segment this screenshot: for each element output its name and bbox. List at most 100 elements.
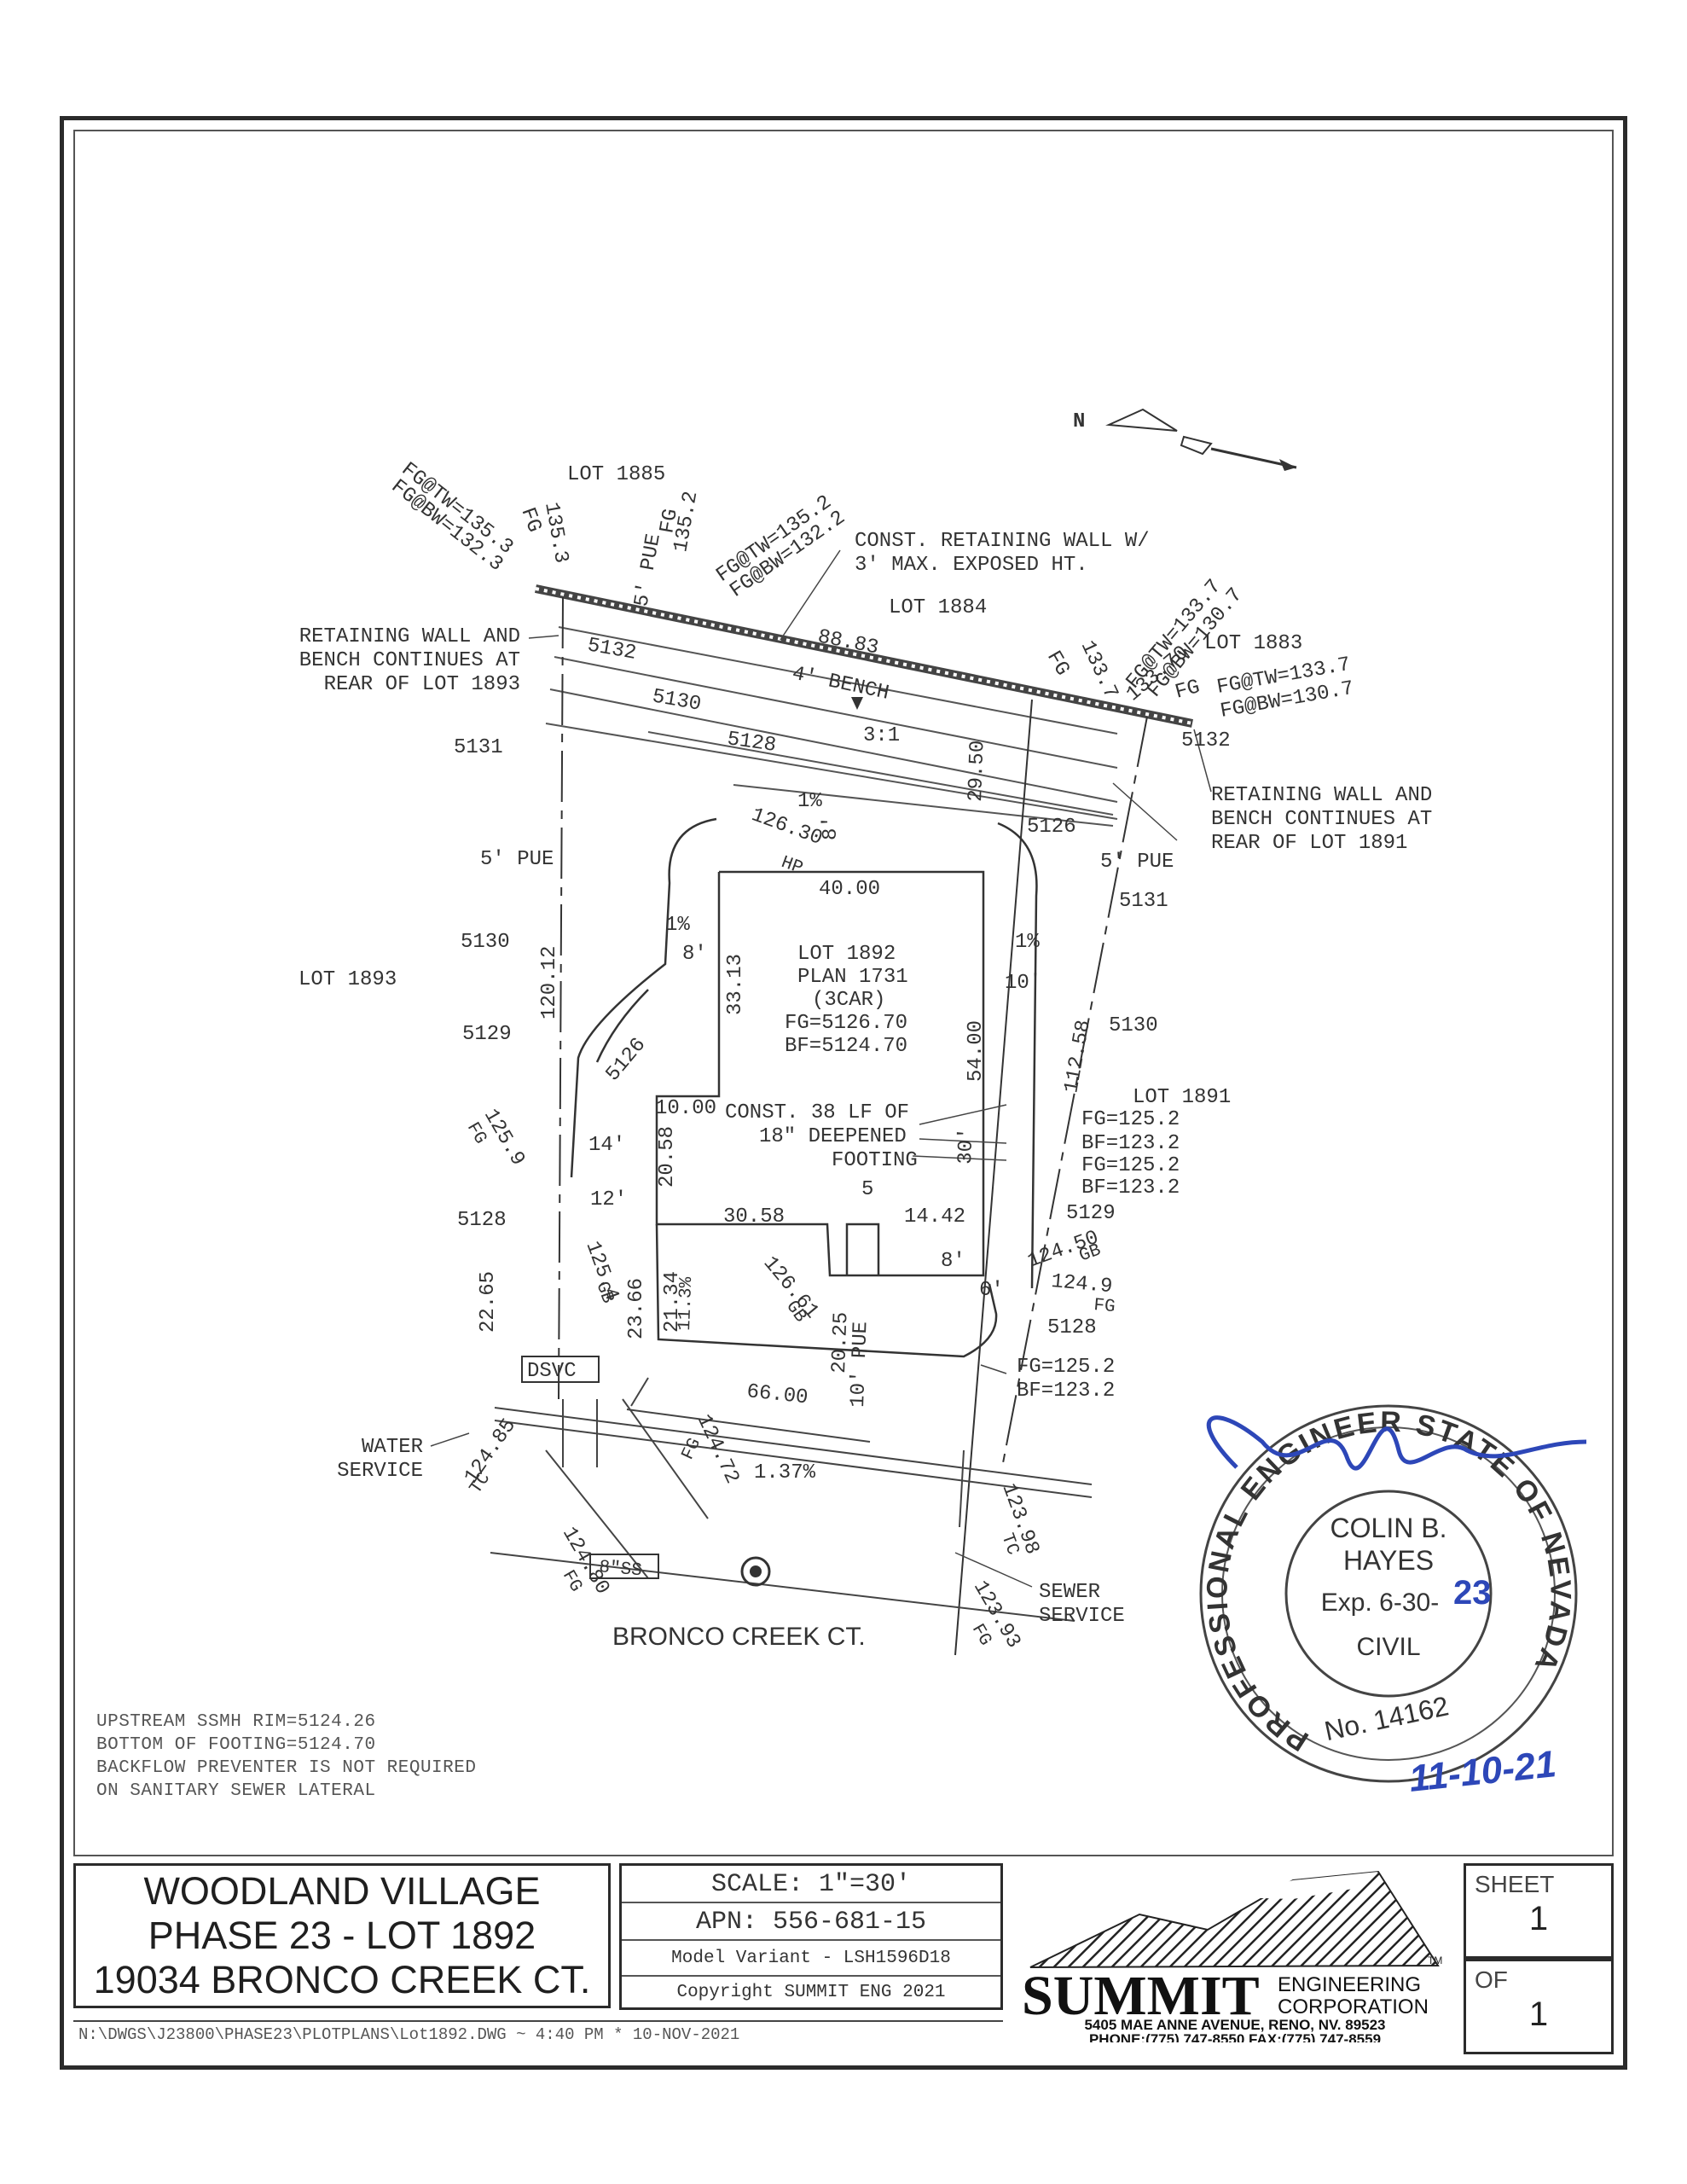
dim-14-42: 14.42: [904, 1205, 965, 1228]
wall-note-2: 3' MAX. EXPOSED HT.: [855, 554, 1088, 577]
seal-exp: Exp. 6-30-: [1321, 1589, 1439, 1617]
street-name: BRONCO CREEK CT.: [612, 1623, 866, 1651]
info-block: SCALE: 1"=30' APN: 556-681-15 Model Vari…: [619, 1863, 1003, 2010]
dim-29-50: 29.50: [965, 740, 989, 802]
engineer-seal: PROFESSIONAL ENGINEER STATE OF NEVADA CO…: [1199, 1404, 1587, 1783]
dim-54-00: 54.00: [965, 1020, 988, 1082]
model-variant: Model Variant - LSH1596D18: [622, 1941, 1000, 1977]
project-address: 19034 BRONCO CREEK CT.: [93, 1958, 591, 2001]
fg-b: FG: [656, 507, 683, 535]
contour-5129b: 5129: [1066, 1202, 1116, 1225]
water-service-1: WATER: [362, 1436, 423, 1459]
dim-33-13: 33.13: [724, 954, 747, 1015]
dim-20-58: 20.58: [656, 1126, 679, 1188]
dim-8b: 8': [682, 943, 707, 966]
dim-22-65: 22.65: [477, 1271, 500, 1333]
lot-1884-label: LOT 1884: [889, 596, 987, 619]
retaining-wall: [534, 584, 1194, 728]
lot-1885-label: LOT 1885: [567, 463, 665, 486]
contour-5129a: 5129: [462, 1023, 512, 1046]
scale-label: SCALE: 1"=30': [622, 1866, 1000, 1903]
slope-front: 1.37%: [754, 1461, 816, 1484]
company-name: SUMMIT: [1022, 1965, 1260, 2027]
slope-lines: [545, 626, 1118, 827]
pue-front: 10' PUE: [847, 1321, 873, 1409]
fg-bf-3: FG=125.2: [1081, 1154, 1180, 1177]
project-name: WOODLAND VILLAGE: [143, 1869, 541, 1913]
dsvc-box: [521, 1356, 600, 1383]
contour-5128c: 5128: [1047, 1316, 1097, 1339]
drawing-area: [73, 130, 1614, 1856]
slope-left: 1%: [665, 914, 690, 937]
house-bf-label: BF=5124.70: [785, 1035, 907, 1058]
street-lines: [490, 1377, 1093, 1622]
note-3: BACKFLOW PREVENTER IS NOT REQUIRED: [96, 1758, 477, 1778]
contour-5130c: 5130: [1109, 1014, 1158, 1037]
seal-discipline: CIVIL: [1356, 1633, 1420, 1661]
dim-30-58: 30.58: [723, 1205, 785, 1228]
contour-5130a: 5130: [651, 685, 703, 717]
lot-1891-label: LOT 1891: [1133, 1086, 1231, 1109]
fg-c: FG: [1041, 648, 1074, 680]
dim-6: 6': [979, 1279, 1004, 1302]
slope-right: 1%: [1015, 931, 1040, 954]
company-sub-1: ENGINEERING: [1278, 1973, 1421, 1996]
dim-30: 30': [954, 1127, 978, 1165]
fg-bf-5: FG=125.2: [1017, 1356, 1115, 1379]
elev-b: 135.2: [670, 490, 703, 555]
footing-note-3: FOOTING: [832, 1149, 918, 1172]
note-4: ON SANITARY SEWER LATERAL: [96, 1781, 376, 1801]
company-phone: PHONE:(775) 747-8550 FAX:(775) 747-8559: [1089, 2031, 1381, 2042]
north-arrow-icon: N: [1073, 408, 1297, 471]
contour-5132a: 5132: [586, 634, 638, 665]
of-label: OF: [1475, 1966, 1508, 1993]
svg-text:N: N: [1073, 410, 1085, 433]
left-wall-note-3: REAR OF LOT 1893: [324, 673, 520, 696]
slope-top: 1%: [797, 790, 822, 813]
sheet-number-box: SHEET 1: [1464, 1863, 1614, 1959]
dim-12: 12': [590, 1188, 627, 1211]
lot-1883-label: LOT 1883: [1204, 632, 1302, 655]
contour-5131b: 5131: [1119, 890, 1168, 913]
dim-10-00: 10.00: [655, 1097, 716, 1120]
hp-label: HP: [779, 853, 806, 879]
dim-112-58: 112.58: [1060, 1019, 1096, 1095]
sheet-total-box: OF 1: [1464, 1959, 1614, 2054]
property-lines: [558, 596, 1148, 1656]
right-wall-note-1: RETAINING WALL AND: [1211, 784, 1432, 807]
right-wall-note-3: REAR OF LOT 1891: [1211, 832, 1407, 855]
sewer-service-2: SERVICE: [1039, 1605, 1125, 1628]
svg-text:TM: TM: [1428, 1955, 1442, 1966]
sheet-label: SHEET: [1475, 1871, 1555, 1897]
note-2: BOTTOM OF FOOTING=5124.70: [96, 1735, 376, 1755]
dim-8c: 8': [941, 1250, 965, 1273]
sewer-line-label: 8"SS: [598, 1558, 642, 1581]
pue-right: 5' PUE: [1100, 851, 1174, 874]
sheet-value: 1: [1528, 1900, 1549, 1937]
fg-bf-1: FG=125.2: [1081, 1108, 1180, 1131]
contour-5130b: 5130: [461, 931, 510, 954]
wall-note-1: CONST. RETAINING WALL W/: [855, 530, 1150, 553]
general-notes: UPSTREAM SSMH RIM=5124.26 BOTTOM OF FOOT…: [96, 1711, 476, 1803]
slope-drive: 11.3%: [675, 1276, 697, 1331]
dim-23-66: 23.66: [625, 1278, 648, 1339]
seal-name-2: HAYES: [1343, 1545, 1434, 1576]
dim-20-25: 20.25: [828, 1311, 853, 1374]
left-wall-note-1: RETAINING WALL AND: [299, 625, 520, 648]
dim-40: 40.00: [819, 878, 880, 901]
elev-c: 133.7: [1075, 637, 1122, 703]
fg-bf-2: BF=123.2: [1081, 1132, 1180, 1155]
house-fg-label: FG=5126.70: [785, 1012, 907, 1035]
sewer-box: [589, 1554, 659, 1579]
seal-number: No. 14162: [1322, 1690, 1452, 1746]
elev-a: 135.3: [539, 501, 572, 566]
signature-icon: [1206, 1415, 1587, 1471]
contour-5126a: 5126: [1027, 816, 1076, 839]
company-sub-2: CORPORATION: [1278, 1995, 1429, 2018]
leader-lines: [430, 549, 1212, 1588]
dim-14: 14': [588, 1134, 625, 1157]
seal-name-1: COLIN B.: [1330, 1513, 1447, 1543]
mountain-logo-icon: TM SUMMIT ENGINEERING CORPORATION 5405 M…: [1022, 1870, 1442, 2048]
company-address: 5405 MAE ANNE AVENUE, RENO, NV. 89523: [1084, 2017, 1385, 2033]
